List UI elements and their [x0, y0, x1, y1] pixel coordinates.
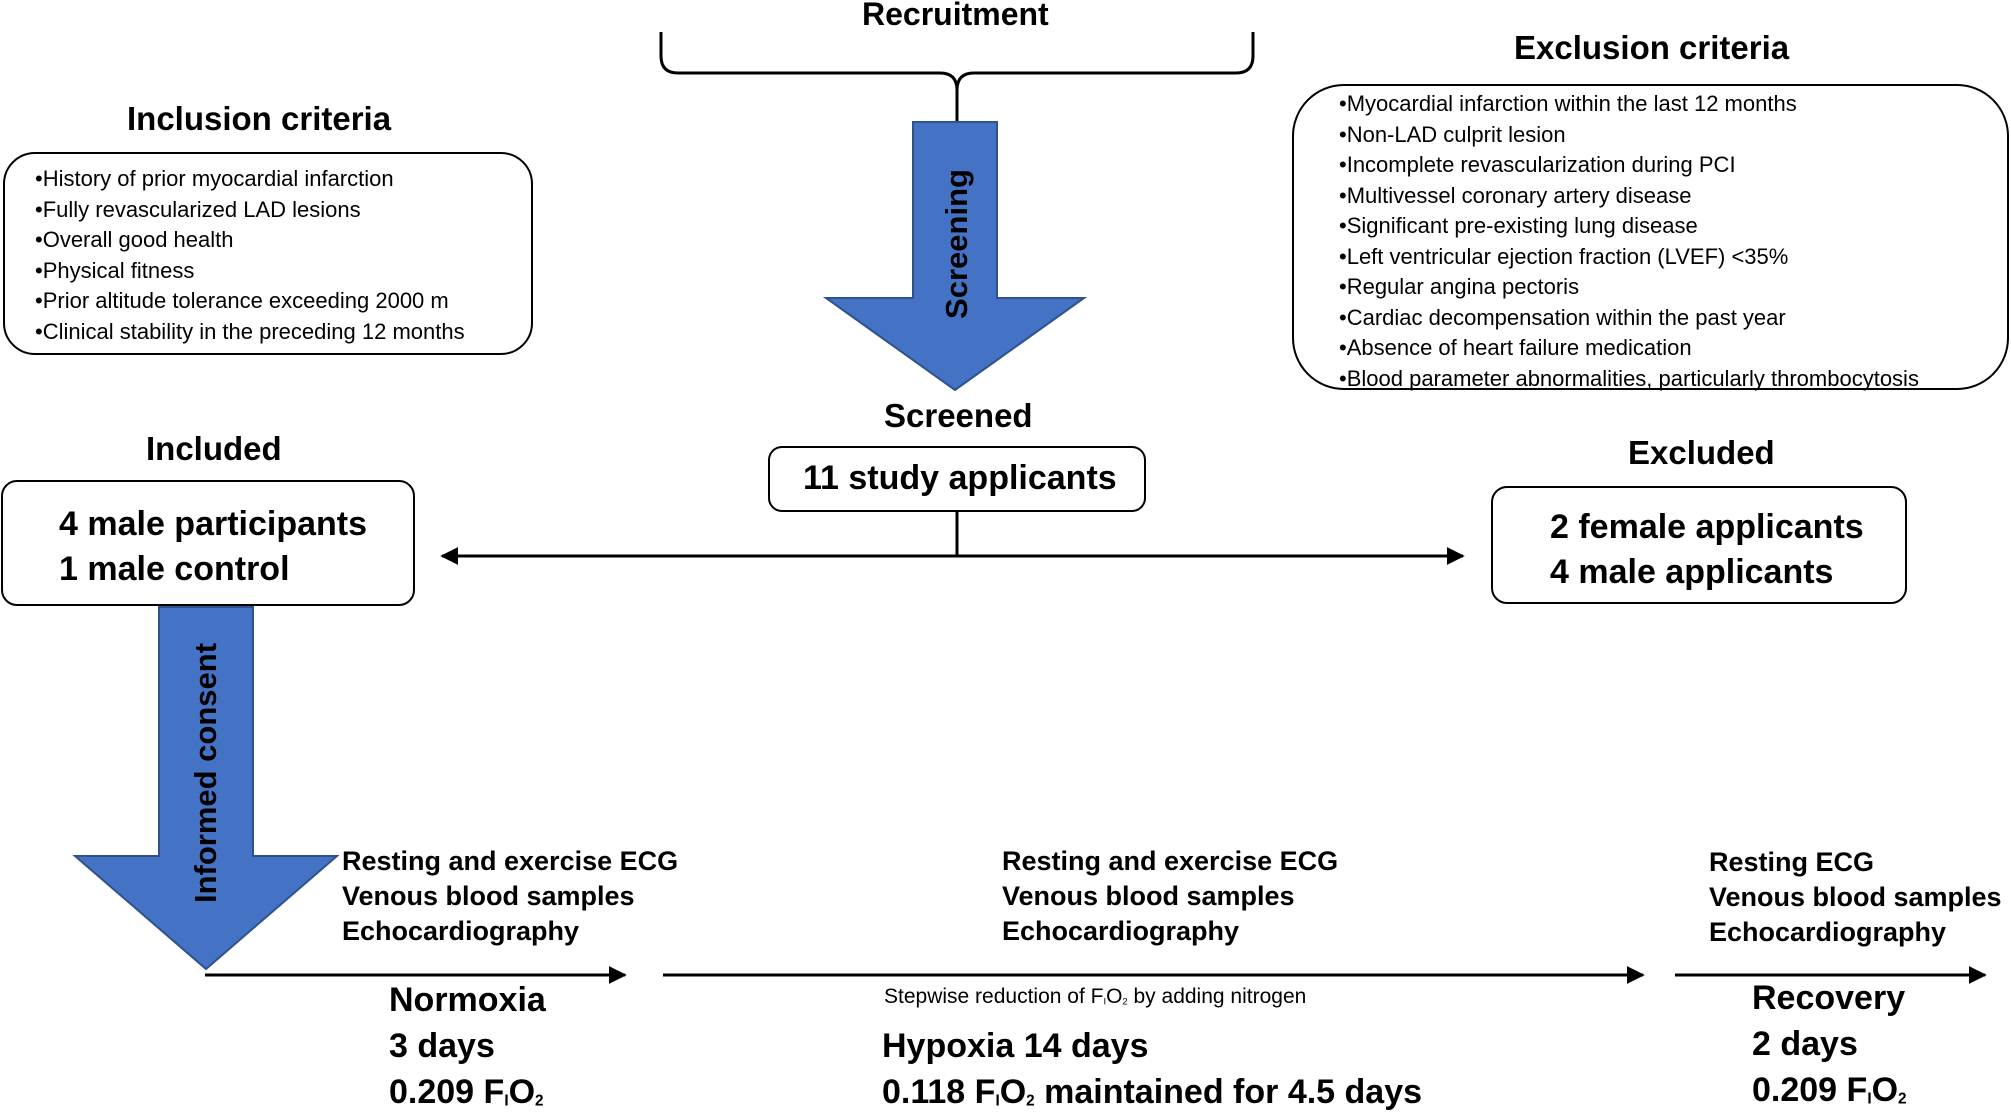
- fio2-two: 2: [1898, 1090, 1907, 1108]
- inclusion-item: •Fully revascularized LAD lesions: [35, 196, 361, 222]
- fio2-two: 2: [1026, 1092, 1035, 1110]
- exclusion-item: •Multivessel coronary artery disease: [1339, 182, 1692, 208]
- hypoxia-measures: Resting and exercise ECG Venous blood sa…: [1002, 844, 1338, 949]
- fio2-value: 0.118: [882, 1073, 966, 1111]
- excluded-box: 2 female applicants 4 male applicants: [1491, 486, 1907, 604]
- fio2-o: O: [1871, 1071, 1899, 1109]
- screened-box: 11 study applicants: [768, 446, 1146, 512]
- included-box: 4 male participants 1 male control: [1, 480, 415, 606]
- inclusion-item: •Prior altitude tolerance exceeding 2000…: [35, 288, 449, 313]
- fio2-value: 0.209: [1752, 1071, 1838, 1109]
- measure-item: Venous blood samples: [1002, 881, 1295, 911]
- inclusion-criteria-box: •History of prior myocardial infarction …: [3, 152, 533, 355]
- phase-duration: 3 days: [389, 1027, 495, 1065]
- exclusion-item: •Absence of heart failure medication: [1339, 335, 1692, 360]
- screened-value: 11 study applicants: [803, 459, 1117, 497]
- fio2-o: O: [508, 1073, 536, 1111]
- informed-consent-arrow: [72, 606, 340, 971]
- hypoxia-phase: Hypoxia 14 days 0.118 FIO2 maintained fo…: [882, 1023, 1422, 1113]
- screening-arrow-label: Screening: [939, 169, 974, 319]
- fio2-subscript: I: [504, 1092, 509, 1110]
- phase-name: Normoxia: [389, 981, 546, 1019]
- exclusion-item: •Regular angina pectoris: [1339, 274, 1580, 299]
- fio2-value: 0.209: [389, 1073, 475, 1111]
- inclusion-item: •Overall good health: [35, 227, 234, 252]
- exclusion-item: •Significant pre-existing lung disease: [1339, 213, 1698, 238]
- exclusion-item: •Cardiac decompensation within the past …: [1339, 304, 1786, 330]
- note-o: O: [1106, 985, 1123, 1008]
- normoxia-phase: Normoxia 3 days 0.209 FIO2: [389, 977, 546, 1113]
- note-subscript: I: [1103, 996, 1107, 1008]
- exclusion-item: •Non-LAD culprit lesion: [1339, 121, 1566, 147]
- measure-item: Resting and exercise ECG: [342, 846, 679, 876]
- note-suffix: by adding nitrogen: [1127, 985, 1307, 1008]
- recovery-measures: Resting ECG Venous blood samples Echocar…: [1709, 845, 2002, 950]
- phase-name: Recovery: [1752, 979, 1906, 1017]
- fio2-suffix: maintained for 4.5 days: [1034, 1073, 1423, 1111]
- fio2-o: O: [999, 1073, 1027, 1111]
- measure-item: Venous blood samples: [1709, 882, 2002, 912]
- fio2-f: F: [974, 1073, 996, 1111]
- phase-duration: 2 days: [1752, 1025, 1858, 1063]
- recruitment-brace: [659, 32, 1255, 122]
- inclusion-item: •History of prior myocardial infarction: [35, 166, 394, 191]
- excluded-title: Excluded: [1628, 434, 1775, 471]
- excluded-line: 4 male applicants: [1550, 553, 1834, 591]
- note-f: F: [1090, 985, 1104, 1008]
- measure-item: Resting and exercise ECG: [1002, 846, 1339, 876]
- included-line: 1 male control: [59, 550, 290, 588]
- fio2-subscript: I: [1867, 1090, 1872, 1108]
- recruitment-title: Recruitment: [862, 0, 1049, 32]
- fio2-f: F: [1846, 1071, 1868, 1109]
- phase-fio2: 0.209 FIO2: [1752, 1067, 1907, 1113]
- informed-consent-arrow-label: Informed consent: [188, 642, 223, 904]
- exclusion-item: •Myocardial infarction within the last 1…: [1339, 91, 1797, 116]
- excluded-line: 2 female applicants: [1550, 508, 1864, 546]
- inclusion-criteria-title: Inclusion criteria: [127, 100, 392, 137]
- included-title: Included: [146, 430, 282, 467]
- fio2-two: 2: [535, 1092, 544, 1110]
- fio2-subscript: I: [995, 1092, 1000, 1110]
- measure-item: Echocardiography: [342, 916, 580, 946]
- exclusion-item: •Blood parameter abnormalities, particul…: [1339, 365, 1919, 391]
- exclusion-criteria-box: •Myocardial infarction within the last 1…: [1292, 84, 2009, 391]
- measure-item: Resting ECG: [1709, 847, 1875, 877]
- inclusion-item: •Physical fitness: [35, 257, 195, 283]
- phase-fio2: 0.209 FIO2: [389, 1069, 546, 1113]
- exclusion-criteria-title: Exclusion criteria: [1514, 29, 1790, 66]
- recovery-phase: Recovery 2 days 0.209 FIO2: [1752, 975, 1907, 1113]
- exclusion-item: •Incomplete revascularization during PCI: [1339, 152, 1736, 177]
- phase-fio2: 0.118 FIO2 maintained for 4.5 days: [882, 1069, 1422, 1113]
- measure-item: Venous blood samples: [342, 881, 635, 911]
- exclusion-item: •Left ventricular ejection fraction (LVE…: [1339, 243, 1789, 269]
- note-prefix: Stepwise reduction of: [884, 985, 1091, 1008]
- phase-name-duration: Hypoxia 14 days: [882, 1027, 1149, 1065]
- fio2-f: F: [483, 1073, 505, 1111]
- included-line: 4 male participants: [59, 505, 368, 543]
- screened-title: Screened: [884, 397, 1033, 434]
- hypoxia-note: Stepwise reduction of FIO2 by adding nit…: [884, 985, 1306, 1009]
- inclusion-item: •Clinical stability in the preceding 12 …: [35, 318, 465, 344]
- measure-item: Echocardiography: [1002, 916, 1240, 946]
- normoxia-measures: Resting and exercise ECG Venous blood sa…: [342, 844, 678, 949]
- measure-item: Echocardiography: [1709, 917, 1947, 947]
- screening-arrow: [822, 121, 1088, 392]
- note-two: 2: [1122, 996, 1128, 1008]
